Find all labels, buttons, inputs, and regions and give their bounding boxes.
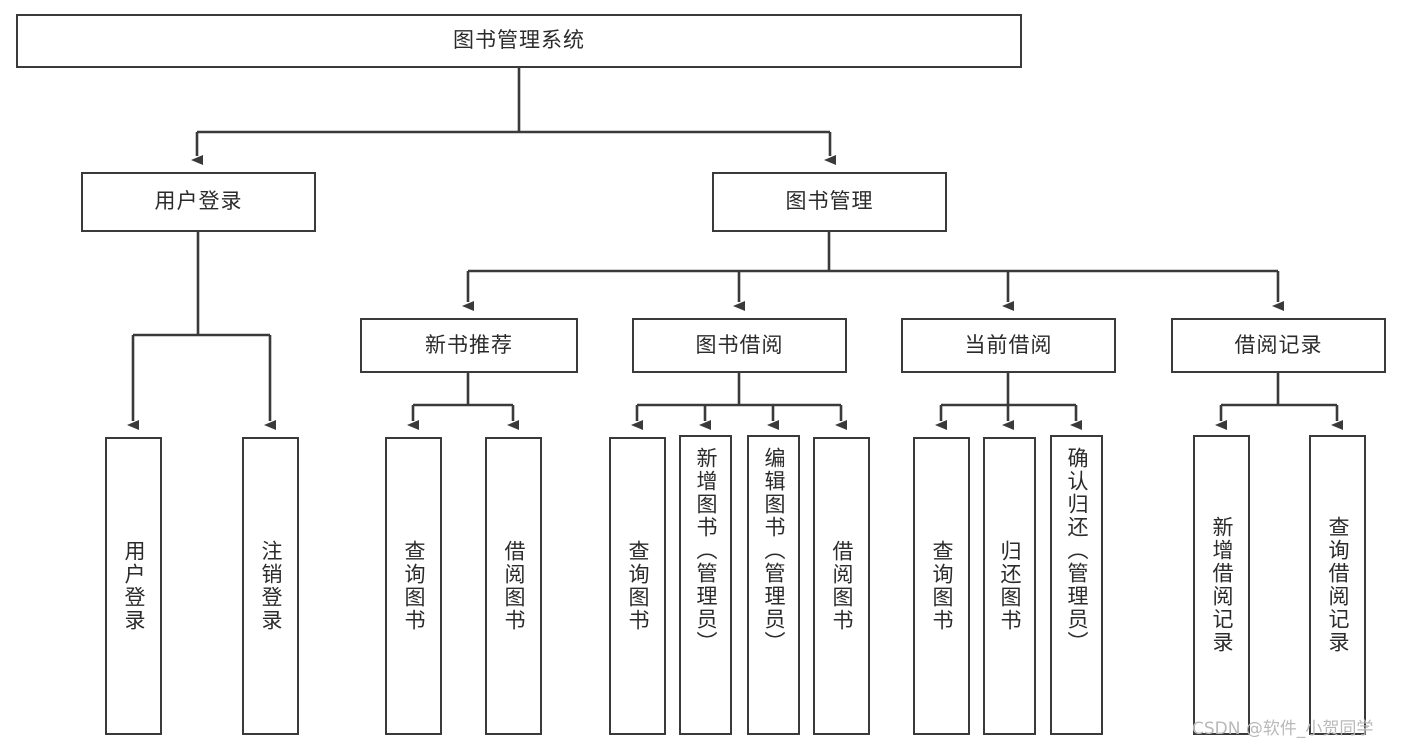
node-label: 借阅图书	[501, 540, 526, 632]
node-label: 图书管理系统	[453, 28, 585, 53]
leaf-recommend-borrow-book[interactable]: 借阅图书	[485, 437, 542, 735]
leaf-borrow-query-book[interactable]: 查询图书	[609, 437, 666, 735]
node-label: 查询图书	[929, 540, 954, 632]
node-borrow-record[interactable]: 借阅记录	[1171, 318, 1386, 373]
leaf-current-query-book[interactable]: 查询图书	[913, 437, 970, 735]
node-label: 用户登录	[121, 540, 146, 632]
node-label: 借阅记录	[1234, 332, 1323, 357]
node-new-book-recommend[interactable]: 新书推荐	[360, 318, 578, 373]
leaf-record-query-record[interactable]: 查询借阅记录	[1309, 435, 1366, 735]
leaf-current-return-book[interactable]: 归还图书	[983, 437, 1036, 735]
leaf-borrow-borrow-book[interactable]: 借阅图书	[813, 437, 870, 735]
node-root-book-management-system[interactable]: 图书管理系统	[16, 14, 1022, 68]
leaf-user-login[interactable]: 用户登录	[105, 437, 162, 735]
node-label: 查询图书	[401, 540, 426, 632]
node-label: 注销登录	[258, 540, 283, 632]
csdn-watermark: CSDN @软件_小贺同学	[1192, 719, 1374, 739]
leaf-current-confirm-return-admin[interactable]: 确认归还（管理员）	[1050, 435, 1103, 735]
leaf-recommend-query-book[interactable]: 查询图书	[385, 437, 442, 735]
node-label: 图书借阅	[695, 332, 784, 357]
node-label: 新书推荐	[425, 332, 513, 357]
node-label: 查询图书	[625, 540, 650, 632]
node-label: 编辑图书（管理员）	[761, 447, 786, 654]
node-label: 确认归还（管理员）	[1064, 447, 1089, 654]
node-label: 用户登录	[154, 189, 243, 214]
leaf-borrow-edit-book-admin[interactable]: 编辑图书（管理员）	[747, 435, 800, 735]
node-label: 新增图书（管理员）	[693, 447, 718, 654]
node-label: 借阅图书	[829, 540, 854, 632]
leaf-borrow-add-book-admin[interactable]: 新增图书（管理员）	[679, 435, 732, 735]
node-user-login[interactable]: 用户登录	[81, 172, 316, 232]
node-label: 新增借阅记录	[1209, 516, 1234, 654]
node-book-management[interactable]: 图书管理	[712, 172, 947, 232]
node-label: 归还图书	[997, 540, 1022, 632]
leaf-record-add-record[interactable]: 新增借阅记录	[1193, 435, 1250, 735]
leaf-logout[interactable]: 注销登录	[242, 437, 299, 735]
node-label: 图书管理	[785, 189, 874, 214]
node-label: 查询借阅记录	[1325, 516, 1350, 654]
node-label: 当前借阅	[964, 332, 1053, 357]
node-book-borrow[interactable]: 图书借阅	[632, 318, 847, 373]
node-current-borrow[interactable]: 当前借阅	[901, 318, 1116, 373]
